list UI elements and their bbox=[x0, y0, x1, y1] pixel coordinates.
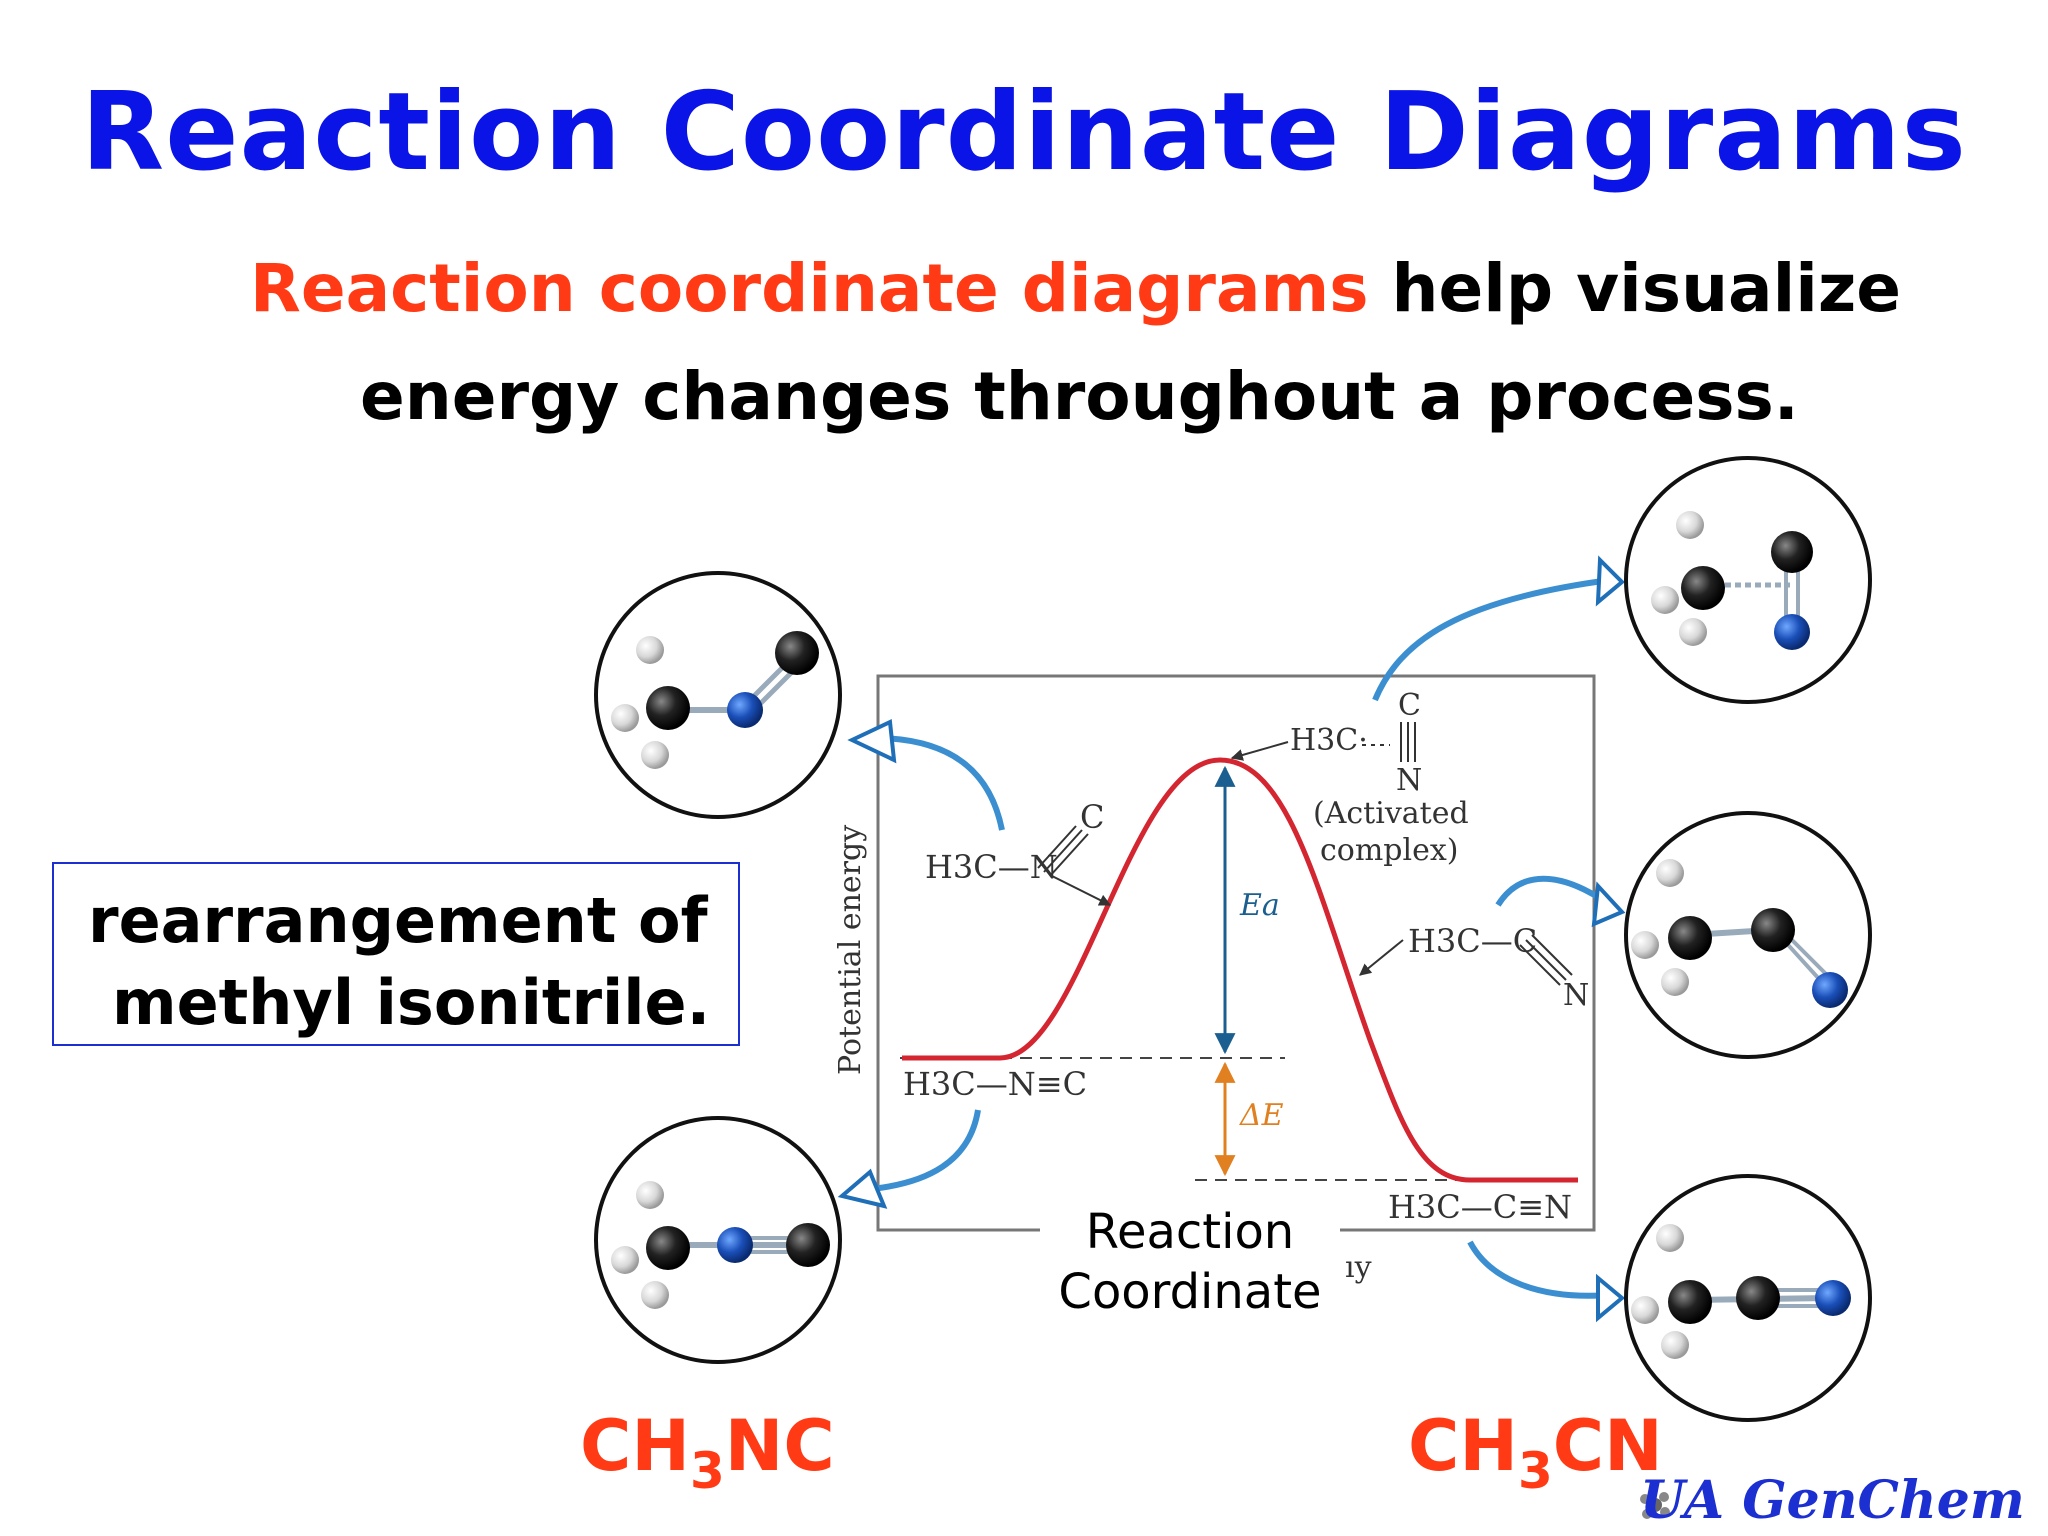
activated-top-c: C bbox=[1398, 688, 1421, 723]
activated-h3c: H3C· bbox=[1290, 723, 1368, 758]
ea-label: Ea bbox=[1239, 888, 1280, 923]
bent-reactant-label: H3C—N bbox=[925, 848, 1058, 886]
bent-product-label: H3C—C bbox=[1408, 922, 1537, 960]
molecule-top-right bbox=[1624, 456, 1872, 704]
molecule-top-left bbox=[594, 571, 842, 819]
logo-icon bbox=[1640, 1492, 1670, 1519]
note-line1: rearrangement of bbox=[88, 884, 708, 957]
bent-product-n: N bbox=[1563, 978, 1589, 1013]
hidden-axis-fragment: ıy bbox=[1345, 1250, 1372, 1285]
molecule-bottom-left bbox=[594, 1116, 842, 1364]
molecule-bottom-right bbox=[1624, 1174, 1872, 1422]
product-formula: CH3CN bbox=[1408, 1405, 1663, 1500]
molecule-middle-right bbox=[1624, 811, 1872, 1059]
reactant-formula: CH3NC bbox=[580, 1405, 835, 1500]
product-label: H3C—C≡N bbox=[1388, 1188, 1572, 1226]
rc-label-line2: Coordinate bbox=[1058, 1264, 1322, 1320]
slide-title: Reaction Coordinate Diagrams bbox=[81, 70, 1967, 195]
activated-complex-line2: complex) bbox=[1320, 833, 1459, 868]
activated-n: N bbox=[1396, 763, 1422, 798]
subtitle-line2: energy changes throughout a process. bbox=[360, 358, 1799, 435]
reactant-label: H3C—N≡C bbox=[903, 1065, 1087, 1103]
energy-curve bbox=[902, 757, 1578, 1183]
reaction-coordinate-label: Reaction Coordinate bbox=[1040, 1202, 1340, 1322]
delta-e-label: ΔE bbox=[1239, 1098, 1284, 1133]
footer-brand: UA GenChem bbox=[1640, 1470, 2025, 1531]
activated-complex-line1: (Activated bbox=[1313, 796, 1469, 831]
note-box: rearrangement of methyl isonitrile. bbox=[52, 862, 740, 1046]
subtitle-rest: help visualize bbox=[1391, 250, 1902, 327]
rc-label-line1: Reaction bbox=[1085, 1204, 1295, 1260]
y-axis-label: Potential energy bbox=[833, 825, 868, 1075]
slide-subtitle: Reaction coordinate diagrams help visual… bbox=[250, 235, 1970, 451]
note-line2: methyl isonitrile. bbox=[112, 966, 711, 1039]
subtitle-highlight: Reaction coordinate diagrams bbox=[250, 250, 1369, 327]
molecule-arrows bbox=[859, 577, 1612, 1299]
bent-reactant-c: C bbox=[1080, 798, 1104, 836]
